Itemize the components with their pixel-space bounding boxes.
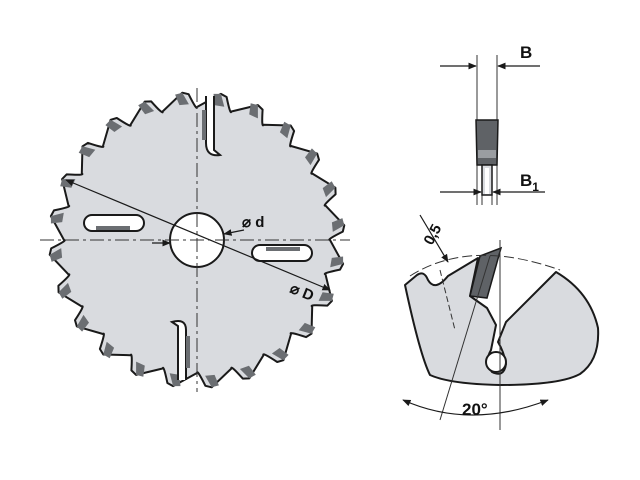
tooth-tip (50, 212, 64, 224)
tooth-tip (213, 93, 225, 107)
blade-front-view: ⌀ d ⌀ D (40, 88, 350, 392)
tooth-tip (249, 103, 258, 119)
tooth-tip (76, 314, 89, 332)
tooth-tip (105, 119, 123, 132)
label-kerf-base: B (520, 171, 532, 190)
label-hook-angle: 20° (462, 400, 488, 419)
tooth-tip (136, 361, 145, 377)
label-kerf-subscript: 1 (532, 180, 539, 194)
blade-section-view: B B1 (440, 43, 545, 205)
tooth-tip (78, 146, 96, 158)
elongated-slot-right-fill (266, 247, 300, 251)
expansion-slot-top-fill (202, 110, 206, 140)
elongated-slot-left-fill (96, 226, 130, 230)
tooth-tip (138, 101, 155, 115)
tooth-detail-body (404, 257, 600, 386)
tooth-detail-gullet-hole (485, 351, 507, 373)
tooth-detail-carbide-tip (469, 246, 503, 299)
tooth-tip (305, 148, 318, 166)
dimension-line-D (65, 179, 331, 291)
tooth-tip (330, 256, 344, 268)
tooth-tip (271, 348, 289, 361)
expansion-slot-bottom (169, 320, 187, 380)
label-clearance: 0,5 (421, 221, 446, 247)
label-bore-diameter: ⌀ d (242, 214, 264, 231)
tooth-tips (49, 92, 345, 388)
tooth-tip (49, 248, 63, 262)
label-kerf-width: B1 (520, 171, 539, 194)
tooth-tip (239, 365, 256, 379)
section-tooth-tip-highlight (478, 150, 496, 158)
expansion-slot-bottom-fill (186, 336, 190, 368)
label-body-width: B (520, 43, 532, 62)
tooth-tip (175, 92, 189, 106)
section-blade-body-core (485, 168, 489, 194)
tooth-tip (318, 292, 334, 301)
hook-angle-arc (402, 399, 549, 416)
expansion-slot-top (205, 96, 223, 157)
tooth-tip (298, 322, 316, 334)
tooth-tip (331, 218, 345, 232)
dimension-arrow-d-right (223, 229, 245, 236)
tooth-tip (103, 341, 115, 359)
tooth-tip (205, 374, 219, 388)
hook-angle-reference-line-2 (439, 255, 491, 421)
tooth-detail-centre-reference (439, 269, 456, 331)
tooth-tip (279, 121, 291, 139)
clearance-arrow (419, 214, 449, 263)
tooth-detail-outer-arc (409, 254, 561, 277)
tooth-detail-view: 0,5 20° (402, 214, 600, 430)
section-tooth-tip (475, 119, 499, 166)
